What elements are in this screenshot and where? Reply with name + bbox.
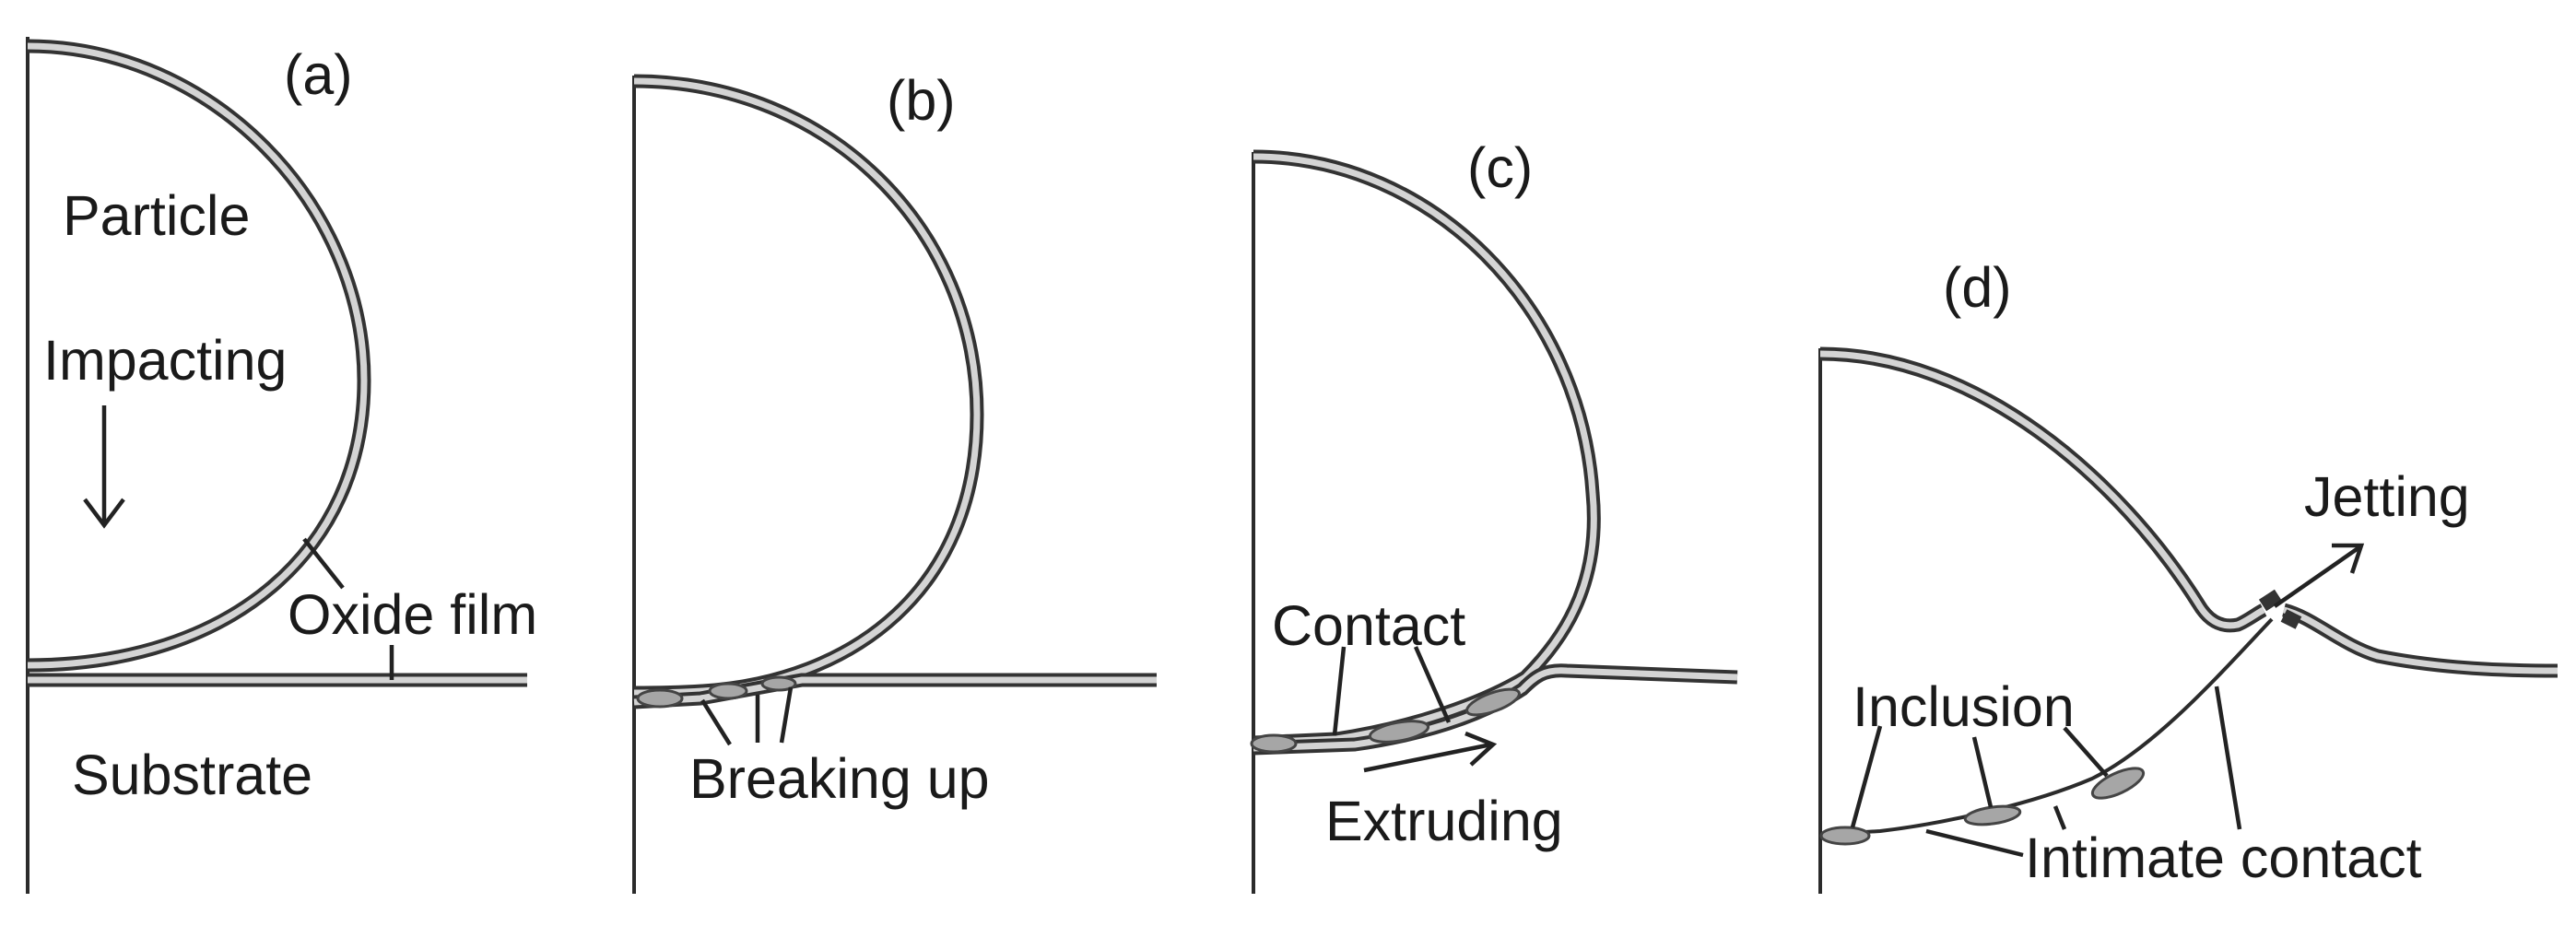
breaking-up-leader-1 — [700, 698, 732, 746]
panel-c-inclusion-1 — [1250, 733, 1298, 754]
panel-c-inclusion-3 — [1465, 687, 1521, 717]
panel-d-inclusion-2 — [1963, 804, 2022, 826]
panel-c-particle-oxide-film-inner — [1253, 153, 1597, 746]
intimate-contact-leader-3 — [2214, 686, 2242, 830]
panel-a-particle-oxide-film-inner — [27, 42, 368, 669]
jet-fragment-2 — [2280, 609, 2302, 629]
inclusion-label: Inclusion — [1853, 675, 2075, 738]
oxide-film-label: Oxide film — [288, 583, 537, 646]
intimate-contact-label: Intimate contact — [2025, 826, 2422, 889]
interface-line — [1819, 617, 2274, 837]
panel-c-inclusion-2 — [1368, 720, 1430, 744]
extruding-arrow-head — [1464, 731, 1498, 767]
panel-b: (b) Breaking up — [632, 69, 1157, 894]
contact-label: Contact — [1272, 594, 1465, 657]
panel-b-fragment-1 — [636, 688, 684, 709]
inclusion-leader-1 — [1850, 725, 1883, 828]
extruding-arrow — [1363, 742, 1492, 773]
panel-b-label: (b) — [887, 69, 956, 132]
panel-d-label: (d) — [1943, 256, 2012, 319]
impacting-arrow-head — [83, 498, 125, 529]
particle-label: Particle — [63, 184, 250, 247]
panel-d-particle-oxide-film-inner — [1819, 350, 2265, 629]
inclusion-leader-3 — [2063, 726, 2109, 778]
panel-b-fragment-3 — [760, 675, 797, 692]
intimate-contact-leader-2 — [2053, 805, 2067, 830]
impacting-label: Impacting — [43, 329, 287, 392]
panel-d-particle-oxide-film — [1819, 346, 2267, 633]
intimate-contact-leader-1 — [1925, 828, 2024, 858]
panel-a: (a) Particle Impacting Oxide film Substr… — [26, 37, 537, 894]
panel-b-fragment-2 — [708, 682, 748, 700]
substrate-label: Substrate — [72, 744, 312, 806]
panel-c-label: (c) — [1467, 136, 1533, 199]
panel-d-inclusion-1 — [1819, 826, 1871, 846]
contact-leader-1 — [1332, 646, 1347, 736]
contact-leader-2 — [1413, 646, 1452, 723]
panel-d-inclusion-3 — [2090, 767, 2146, 800]
extruding-label: Extruding — [1325, 790, 1563, 852]
breaking-up-leader-3 — [779, 686, 794, 744]
jetting-label: Jetting — [2304, 465, 2470, 528]
panel-b-particle-oxide-film — [633, 74, 984, 700]
breaking-up-label: Breaking up — [689, 747, 990, 810]
inclusion-leader-2 — [1971, 736, 1994, 808]
jet-fragment-1 — [2258, 589, 2283, 612]
panel-a-label: (a) — [284, 43, 353, 106]
panel-c: (c) Contact Extruding — [1250, 136, 1738, 894]
panel-b-particle-oxide-film-inner — [633, 77, 981, 697]
panel-d-substrate-oxide-film-inner — [2283, 606, 2558, 674]
jetting-arrow — [2273, 545, 2361, 608]
jetting-arrow-head — [2332, 543, 2365, 574]
panel-d: (d) Jetting Inclusion Intimate contact — [1818, 256, 2558, 894]
oxide-film-leader-particle — [302, 537, 345, 590]
